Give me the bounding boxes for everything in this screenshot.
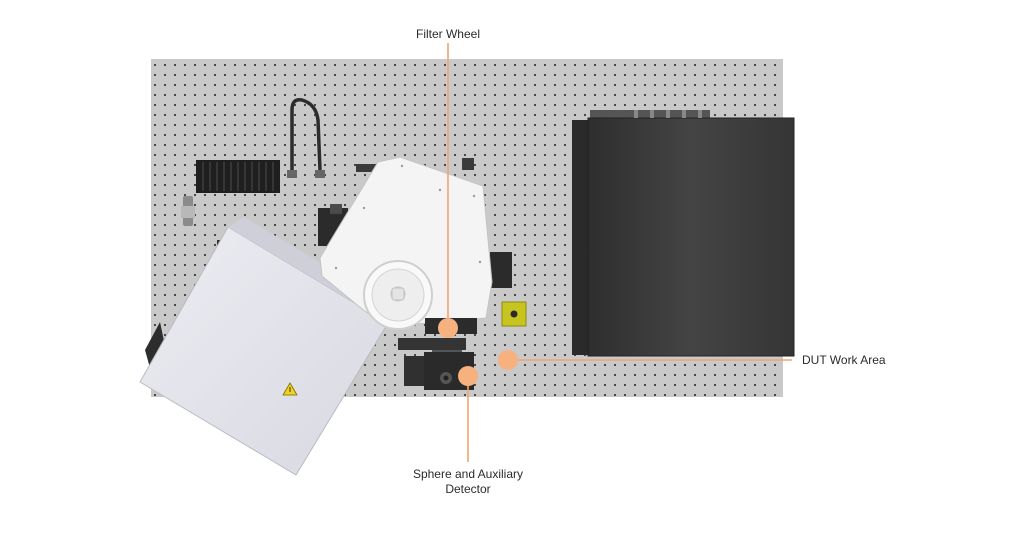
yellow-block <box>501 301 527 327</box>
callout-label-sphere-aux-detector-line-1: Sphere and Auxiliary <box>413 467 523 481</box>
dark-enclosure <box>572 110 795 357</box>
bracket-2 <box>462 158 474 170</box>
callout-label-dut-work-area: DUT Work Area <box>802 353 886 367</box>
bracket-1 <box>356 164 376 172</box>
post-connector <box>181 196 195 226</box>
heat-sink <box>196 160 280 193</box>
callout-filter-wheel: Filter Wheel <box>416 27 480 338</box>
callout-sphere-aux-detector: Sphere and Auxiliary Detector <box>413 366 523 496</box>
callout-label-sphere-aux-detector-line-2: Detector <box>445 482 490 496</box>
warning-triangle-icon <box>282 382 298 396</box>
instrument-head <box>318 156 512 330</box>
callout-dut-work-area: DUT Work Area <box>498 350 886 370</box>
callout-label-filter-wheel: Filter Wheel <box>416 27 480 41</box>
cable <box>287 97 325 178</box>
